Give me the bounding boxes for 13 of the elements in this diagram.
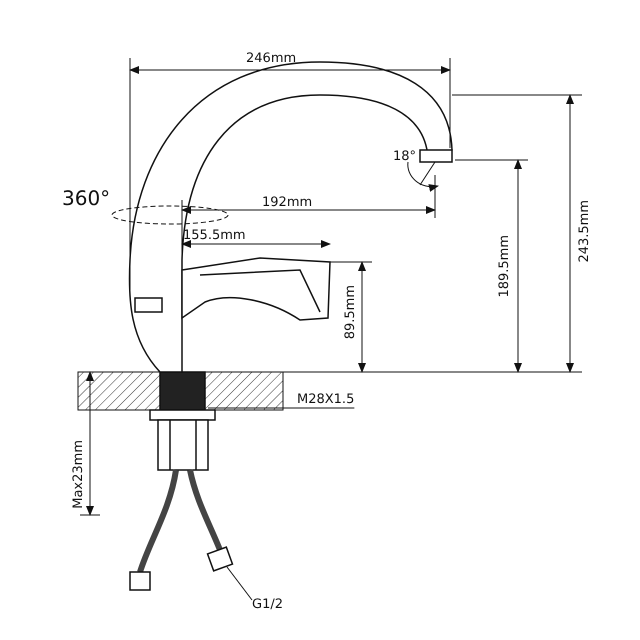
part-label: G1/2 xyxy=(252,598,283,611)
dimension-label: Max23mm xyxy=(72,440,85,509)
dimension-label: 246mm xyxy=(246,52,296,65)
angle-label: 18° xyxy=(393,150,416,163)
dimension-label: 155.5mm xyxy=(183,229,246,242)
dimension-label: 243.5mm xyxy=(578,200,591,263)
leader-line xyxy=(226,566,252,600)
angle-label: 360° xyxy=(62,188,110,208)
dimension-label: 192mm xyxy=(262,196,312,209)
dimension-label: 89.5mm xyxy=(344,285,357,340)
dimension-label: 189.5mm xyxy=(498,235,511,298)
part-label: M28X1.5 xyxy=(297,393,354,406)
hose-nut xyxy=(206,546,234,572)
